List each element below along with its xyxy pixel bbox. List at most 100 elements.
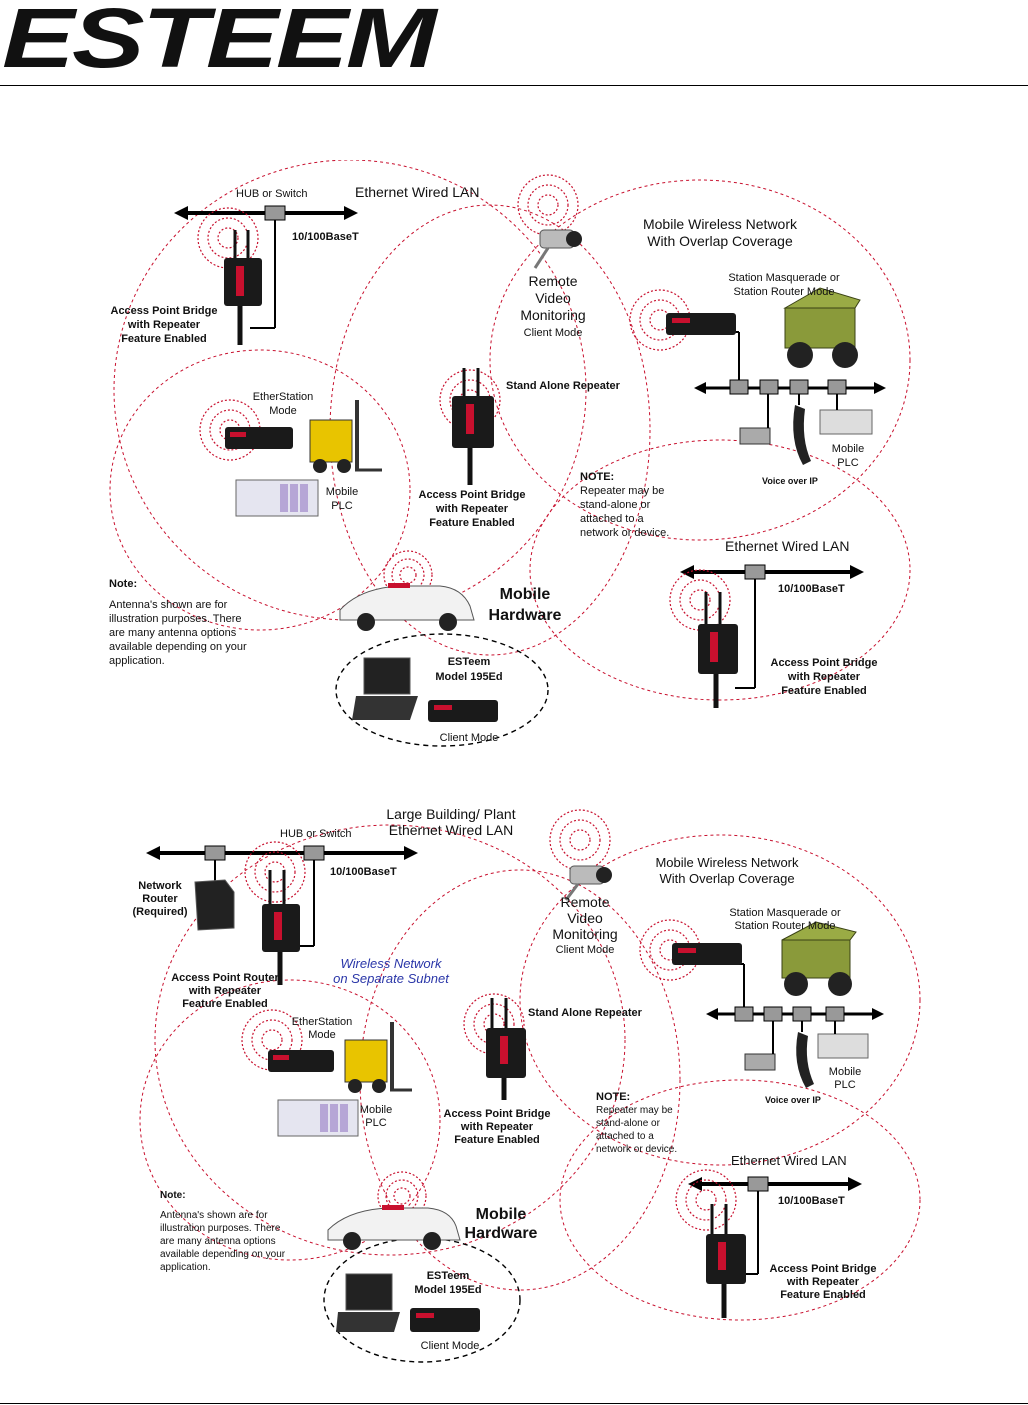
mobile-hardware-label-line1: Mobile [476, 1206, 527, 1223]
note-antenna-line3: illustration purposes. There [160, 1223, 281, 1234]
center-ap-label-line2: with Repeater [460, 1121, 534, 1133]
car-icon [339, 583, 475, 631]
access-point-router-device [262, 870, 300, 985]
note-repeater-line1: NOTE: [580, 471, 614, 483]
note-antenna-line5: available depending on your [109, 641, 247, 653]
basetx-label-2: 10/100BaseT [778, 1195, 845, 1207]
center-ap-label-line1: Access Point Bridge [419, 489, 526, 501]
standalone-repeater-device [486, 998, 526, 1100]
ap-right-label-line2: with Repeater [786, 1276, 860, 1288]
note-antenna-line2: Antenna's shown are for [109, 599, 228, 611]
note-antenna-line4: are many antenna options [160, 1236, 276, 1247]
ap-router-label-line1: Access Point Router [171, 972, 279, 984]
car-icon [327, 1205, 461, 1250]
standalone-repeater-label: Stand Alone Repeater [506, 380, 621, 392]
client-mode-oval [335, 633, 549, 747]
remote-video-label-line3: Monitoring [520, 307, 585, 323]
mobile-plc-label-line1: Mobile [326, 486, 358, 498]
truck-icon [783, 287, 861, 368]
ap-bridge-label-line1: Access Point Bridge [111, 305, 218, 317]
access-point-device-right [706, 1204, 746, 1318]
etherstation-label-line2: Mode [308, 1029, 336, 1041]
client-mode-label: Client Mode [524, 327, 583, 339]
lan-line-top [174, 205, 358, 329]
note-repeater-line2: Repeater may be [596, 1105, 673, 1116]
etherstation-label-line2: Mode [269, 405, 297, 417]
forklift-icon [309, 400, 382, 473]
router-device-right [672, 943, 742, 965]
lan-line-right [706, 963, 884, 1022]
model-195ed-device [428, 700, 498, 722]
model-195ed-device [410, 1308, 480, 1332]
plc-icon-right [817, 1021, 869, 1059]
basetx-label-2: 10/100BaseT [778, 583, 845, 595]
network-diagram-top: HUB or Switch Ethernet Wired LAN 10/100B… [109, 160, 911, 747]
ethernet-lan-label-2: Ethernet Wired LAN [725, 538, 850, 554]
note-repeater-line2: Repeater may be [580, 485, 664, 497]
router-label-line3: (Required) [133, 906, 188, 918]
plc2-label-line1: Mobile [832, 443, 864, 455]
ap-bridge-label-line3: Feature Enabled [121, 333, 207, 345]
phone-icon [796, 1021, 814, 1088]
note-antenna-line6: application. [160, 1262, 211, 1273]
ethernet-lan-label: Ethernet Wired LAN [355, 184, 480, 200]
masquerade-label-line2: Station Router Mode [734, 286, 835, 298]
voice-over-ip-label: Voice over IP [762, 476, 818, 486]
note-antenna-line3: illustration purposes. There [109, 613, 241, 625]
etherstation-label-line1: EtherStation [292, 1016, 353, 1028]
ap-router-label-line3: Feature Enabled [182, 998, 268, 1010]
access-point-device [224, 230, 262, 345]
laptop-icon [352, 657, 418, 720]
basetx-label: 10/100BaseT [330, 866, 397, 878]
laptop-icon [336, 1273, 400, 1332]
voice-over-ip-label: Voice over IP [765, 1095, 821, 1105]
mobile-plc-label-line2: PLC [331, 500, 352, 512]
ip-camera-icon [744, 1021, 776, 1071]
client-mode-label-2: Client Mode [421, 1340, 480, 1352]
mobile-net-label-line2: With Overlap Coverage [647, 233, 793, 249]
masquerade-label-line1: Station Masquerade or [729, 907, 841, 919]
masquerade-label-line2: Station Router Mode [735, 920, 836, 932]
note-repeater-line3: stand-alone or [580, 499, 651, 511]
lan-line-right [694, 331, 886, 395]
model-label-line1: ESTeem [427, 1270, 470, 1282]
camera-icon [533, 229, 582, 269]
access-point-device-right [698, 592, 738, 708]
lan-line-bottom-right [680, 564, 864, 689]
router-label-line2: Router [142, 893, 178, 905]
center-ap-label-line1: Access Point Bridge [444, 1108, 551, 1120]
ap-right-label-line3: Feature Enabled [781, 685, 867, 697]
masquerade-label-line1: Station Masquerade or [728, 272, 840, 284]
plc2-label-line2: PLC [837, 457, 858, 469]
header-rule [0, 85, 1028, 86]
remote-video-label-line2: Video [567, 910, 603, 926]
ap-right-label-line3: Feature Enabled [780, 1289, 866, 1301]
phone-icon [793, 394, 811, 465]
mobile-net-label-line2: With Overlap Coverage [659, 871, 794, 886]
client-mode-label-2: Client Mode [440, 732, 499, 744]
center-ap-label-line3: Feature Enabled [454, 1134, 540, 1146]
lan-line-bottom-right [688, 1176, 862, 1275]
note-antenna-line1: Note: [160, 1190, 186, 1201]
mobile-hardware-label-line2: Hardware [489, 607, 562, 624]
center-ap-label-line3: Feature Enabled [429, 517, 515, 529]
standalone-repeater-label: Stand Alone Repeater [528, 1007, 643, 1019]
note-antenna-line2: Antenna's shown are for [160, 1210, 268, 1221]
plc2-label-line2: PLC [834, 1079, 855, 1091]
ethernet-lan-label-2: Ethernet Wired LAN [731, 1153, 847, 1168]
truck-icon [781, 921, 857, 996]
camera-icon [564, 865, 612, 901]
center-ap-label-line2: with Repeater [435, 503, 509, 515]
ap-right-label-line2: with Repeater [787, 671, 861, 683]
client-mode-label: Client Mode [556, 944, 615, 956]
subnet-label-line2: on Separate Subnet [333, 971, 450, 986]
router-device-right [666, 313, 736, 335]
plc-icon-left [235, 479, 319, 517]
plc-icon-left [277, 1099, 359, 1137]
hub-switch-label: HUB or Switch [280, 828, 352, 840]
lan-label-line2: Ethernet Wired LAN [389, 822, 514, 838]
note-antenna-line6: application. [109, 655, 165, 667]
esteem-logo: ESTEEM [2, 0, 440, 72]
note-repeater-line4: attached to a [580, 513, 644, 525]
svg-text:ESTEEM: ESTEEM [2, 0, 439, 72]
